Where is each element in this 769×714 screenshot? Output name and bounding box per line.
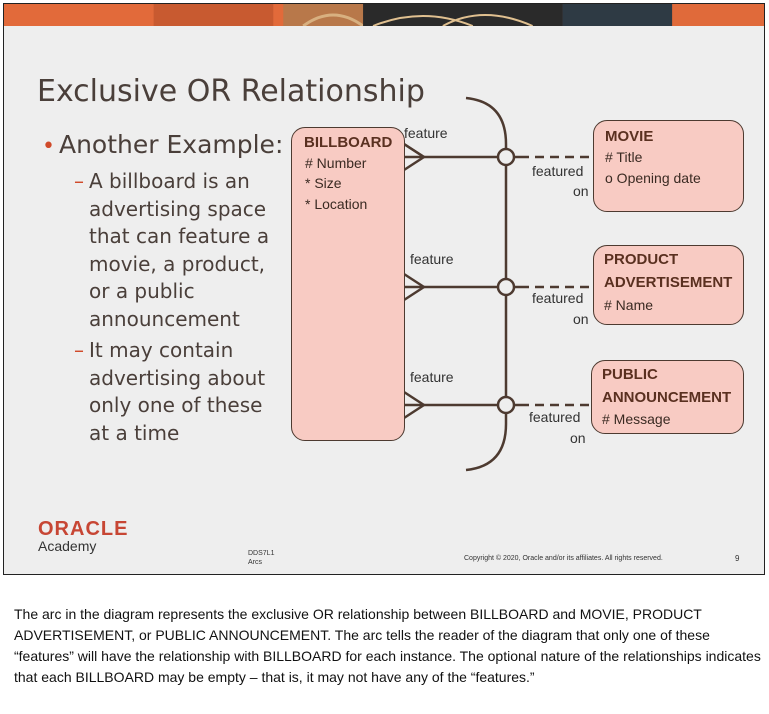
feature-label-public: feature	[410, 369, 454, 385]
entity-attribute: # Message	[602, 411, 670, 427]
on-label-public: on	[570, 430, 586, 446]
optional-circle-product	[498, 279, 514, 295]
entity-product-name-line2: ADVERTISEMENT	[604, 274, 732, 291]
optional-circle-movie	[498, 149, 514, 165]
course-code-line1: DDS7L1	[248, 549, 274, 558]
on-label-product: on	[573, 311, 589, 327]
slide: Exclusive OR Relationship •Another Examp…	[3, 3, 765, 575]
on-label-movie: on	[573, 183, 589, 199]
entity-attribute: # Number	[305, 155, 366, 171]
copyright-text: Copyright © 2020, Oracle and/or its affi…	[464, 555, 663, 562]
entity-attribute: * Size	[305, 175, 342, 191]
academy-label: Academy	[38, 538, 96, 554]
feature-label-movie: feature	[404, 125, 448, 141]
entity-attribute: # Title	[605, 149, 642, 165]
entity-attribute: * Location	[305, 196, 367, 212]
course-code: DDS7L1 Arcs	[248, 549, 274, 567]
featured-label-public: featured	[529, 409, 580, 425]
entity-public-name-line2: ANNOUNCEMENT	[602, 389, 731, 406]
entity-attribute: # Name	[604, 297, 653, 313]
entity-product-name-line1: PRODUCT	[604, 251, 678, 268]
page-number: 9	[735, 554, 739, 563]
entity-billboard-name: BILLBOARD	[304, 134, 392, 151]
caption-paragraph: The arc in the diagram represents the ex…	[14, 604, 762, 688]
featured-label-movie: featured	[532, 163, 583, 179]
course-code-line2: Arcs	[248, 558, 274, 567]
optional-circle-public	[498, 397, 514, 413]
featured-label-product: featured	[532, 290, 583, 306]
entity-movie-name: MOVIE	[605, 128, 653, 145]
feature-label-product: feature	[410, 251, 454, 267]
entity-attribute: o Opening date	[605, 170, 701, 186]
entity-public-name-line1: PUBLIC	[602, 366, 658, 383]
